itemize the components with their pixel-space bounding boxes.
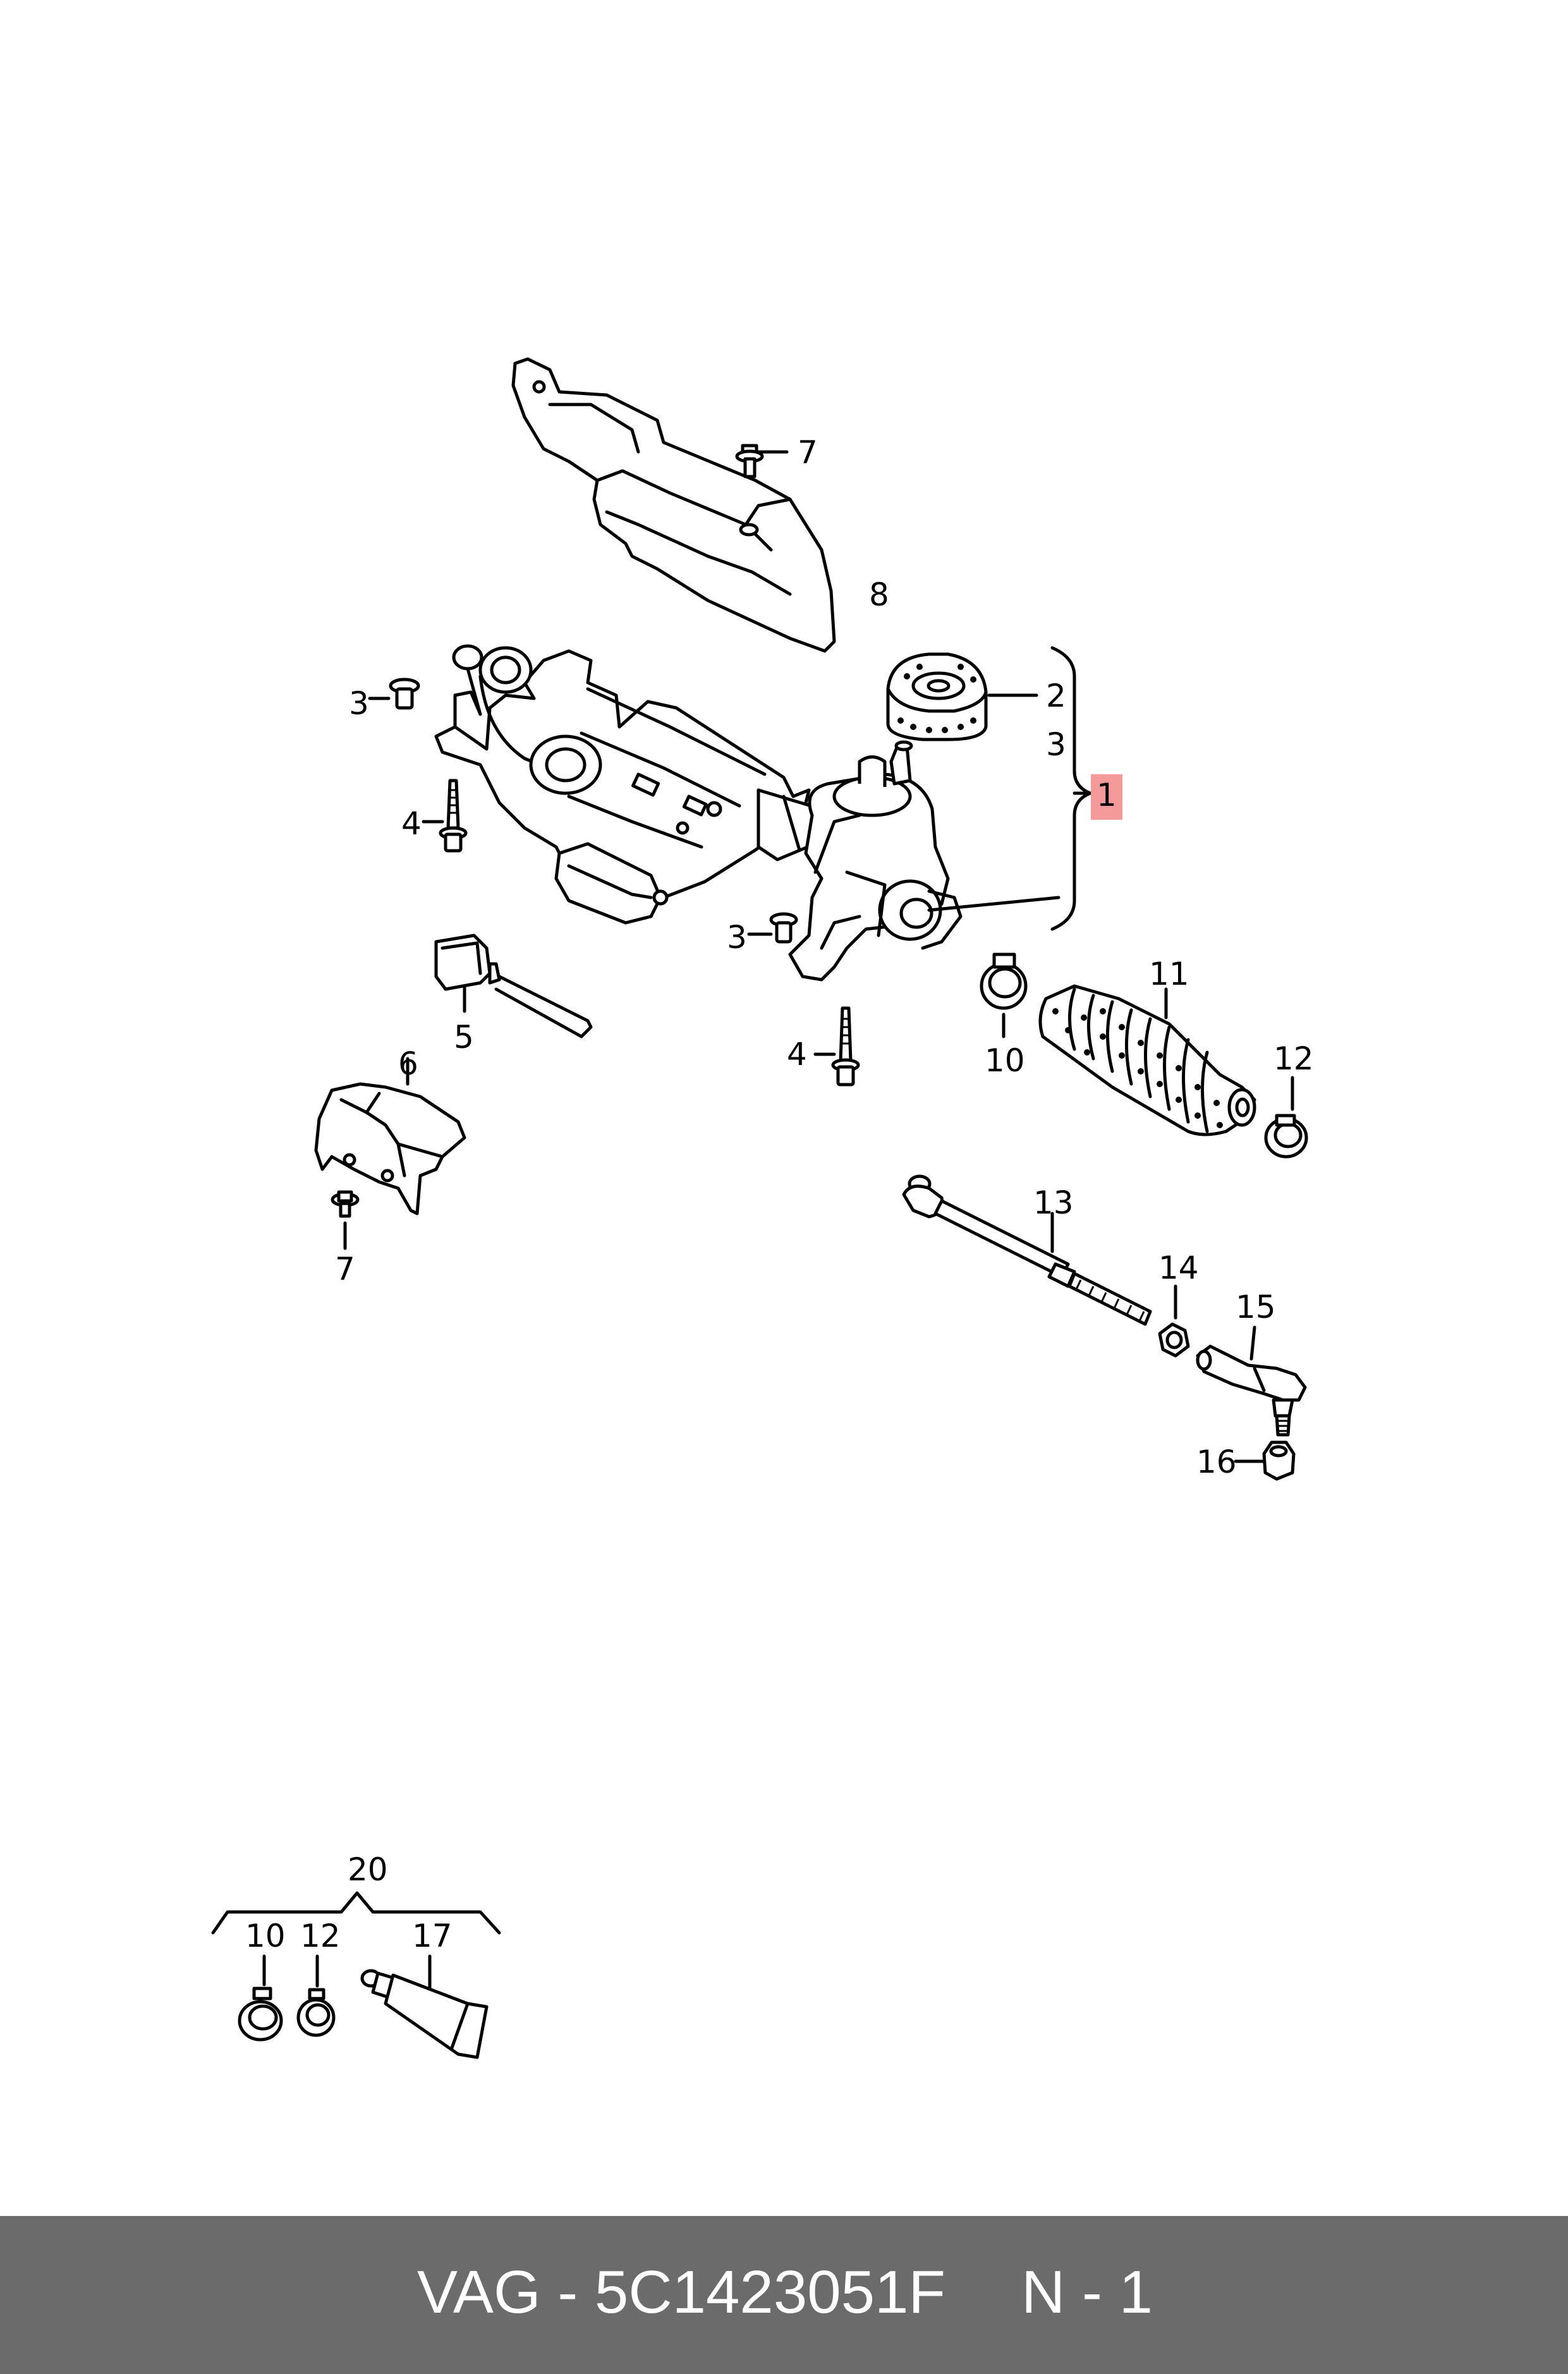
sensor-part-5 xyxy=(434,934,593,1038)
assembly-bracket-part-1 xyxy=(1050,646,1122,931)
part-1-highlight xyxy=(1091,774,1122,820)
callout-11: 11 xyxy=(1149,956,1189,992)
cover-part-6 xyxy=(314,1057,466,1215)
callout-7-bottom: 7 xyxy=(335,1251,355,1287)
kit-bracket-part-20 xyxy=(211,1891,501,1935)
heat-shield-part-8 xyxy=(511,357,836,653)
rubber-mount-part-2 xyxy=(886,652,1038,741)
page-index-label: N - 1 xyxy=(1021,2258,1153,2326)
bolt-part-3-left xyxy=(368,678,420,710)
bolt-part-7-top xyxy=(735,444,789,478)
kit-clamp-part-10 xyxy=(238,1954,283,2042)
callout-12: 12 xyxy=(1273,1040,1314,1077)
callout-kit-10: 10 xyxy=(245,1918,286,1954)
kit-clamp-part-12 xyxy=(296,1954,336,2037)
callout-kit-17: 17 xyxy=(412,1918,453,1954)
callout-3-right: 3 xyxy=(727,919,747,956)
tie-rod-end-part-15 xyxy=(1196,1325,1307,1437)
callout-4-right: 4 xyxy=(787,1036,807,1073)
callout-4-left: 4 xyxy=(401,805,422,842)
bellows-boot-part-11 xyxy=(1038,984,1256,1136)
clamp-part-12 xyxy=(1264,1076,1308,1159)
callout-7-top: 7 xyxy=(798,434,818,471)
callout-20: 20 xyxy=(348,1851,388,1888)
callout-1: 1 xyxy=(1097,777,1117,813)
part-number-footer: VAG - 5C1423051F N - 1 xyxy=(0,2216,1568,2374)
steering-rack-part-1 xyxy=(434,644,1061,982)
callout-13: 13 xyxy=(1033,1184,1074,1221)
callout-8: 8 xyxy=(869,576,889,613)
callout-2: 2 xyxy=(1046,678,1066,714)
callout-kit-12: 12 xyxy=(300,1918,341,1954)
grease-tube-part-17 xyxy=(360,1954,489,2059)
callout-6: 6 xyxy=(398,1045,418,1082)
tie-rod-part-13 xyxy=(902,1174,1152,1326)
part-number-label: VAG - 5C1423051F xyxy=(417,2258,946,2326)
nut-part-14 xyxy=(1158,1284,1190,1358)
clamp-part-10 xyxy=(980,953,1028,1038)
bolt-part-4-left xyxy=(422,779,468,853)
callout-16: 16 xyxy=(1196,1444,1237,1480)
callout-15: 15 xyxy=(1236,1289,1276,1325)
callout-3-assembly: 3 xyxy=(1046,726,1066,763)
callout-14: 14 xyxy=(1158,1250,1199,1286)
callout-10: 10 xyxy=(985,1042,1025,1079)
callout-3-left: 3 xyxy=(349,685,369,722)
bolt-part-7-bottom xyxy=(331,1190,360,1250)
nut-part-16 xyxy=(1234,1440,1296,1481)
bolt-part-4-right xyxy=(813,1006,860,1087)
bolt-part-3-right xyxy=(747,912,798,944)
callout-5: 5 xyxy=(454,1019,474,1056)
callout-labels: 1 2 3 3 3 4 4 5 6 7 7 8 10 11 12 13 14 1… xyxy=(245,434,1314,1954)
